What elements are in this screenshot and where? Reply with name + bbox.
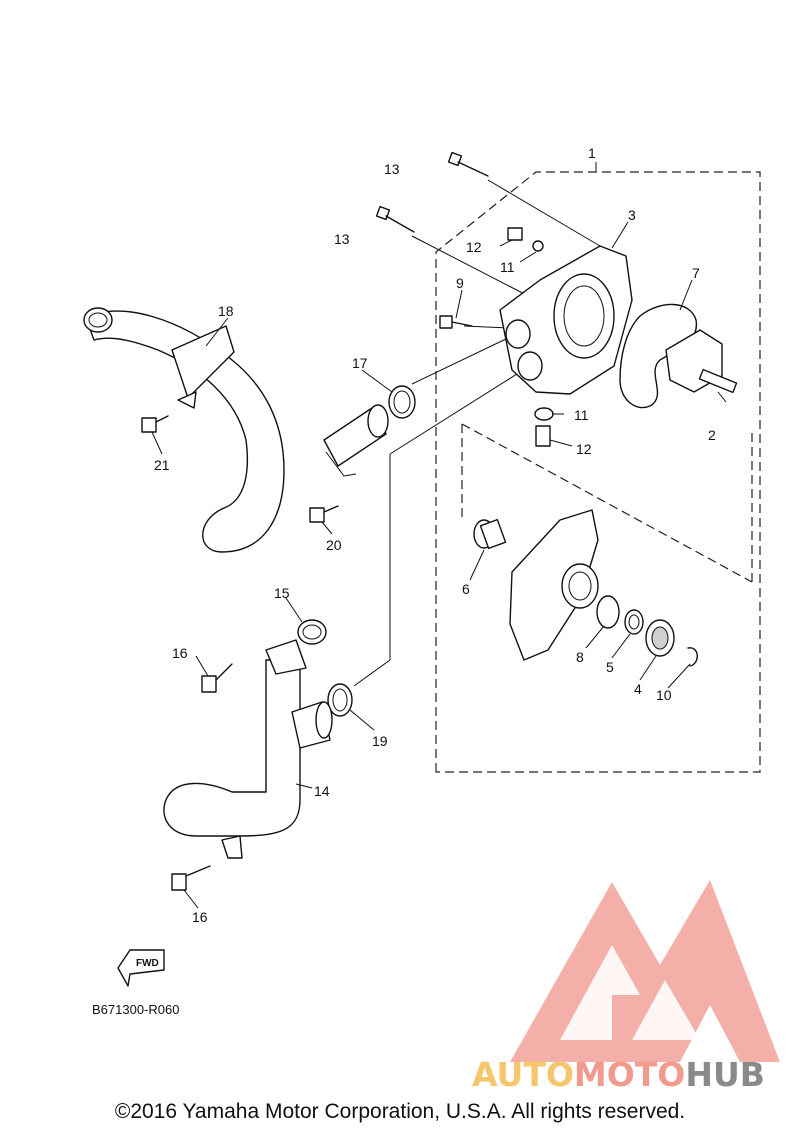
bolt-20 [309, 505, 339, 523]
automotohub-watermark-text: AUTOMOTOHUB [472, 1055, 765, 1094]
bolt-12-lower [535, 425, 551, 447]
pipe-stub [323, 404, 389, 477]
assembly-boundary [435, 162, 761, 773]
bolt-21 [141, 415, 169, 433]
callout-17: 17 [352, 355, 368, 371]
callout-12-upper: 12 [466, 239, 482, 255]
callout-7: 7 [692, 265, 700, 281]
watermark-auto: AUTO [472, 1055, 574, 1094]
watermark-moto: MOTO [573, 1055, 686, 1094]
impeller-shaft [665, 329, 738, 394]
callout-16-upper: 16 [172, 645, 188, 661]
o-ring-15 [297, 619, 327, 645]
o-ring-17 [388, 385, 416, 419]
callout-leaders [151, 221, 727, 909]
automotohub-logo [510, 880, 780, 1062]
bolt-12-upper [507, 227, 544, 252]
pump-housing-cover [499, 245, 633, 395]
callout-13-upper: 13 [384, 161, 400, 177]
bolt-16-upper [201, 663, 233, 693]
circlip-10 [687, 647, 698, 667]
callout-18: 18 [218, 303, 234, 319]
callout-5: 5 [606, 659, 614, 675]
callout-12-lower: 12 [576, 441, 592, 457]
bolt-16-lower [171, 865, 211, 891]
part-code: B671300-R060 [92, 1002, 179, 1017]
callout-10: 10 [656, 687, 672, 703]
callout-labels: 1 2 3 4 5 6 7 8 9 10 11 11 12 12 13 13 1… [154, 145, 716, 925]
callout-11-lower: 11 [574, 407, 589, 423]
bolt-9 [439, 315, 473, 329]
callout-11-upper: 11 [500, 259, 515, 275]
callout-15: 15 [274, 585, 290, 601]
washer-11-lower [534, 407, 554, 421]
copyright-notice: ©2016 Yamaha Motor Corporation, U.S.A. A… [114, 1100, 686, 1123]
callout-21: 21 [154, 457, 170, 473]
callout-20: 20 [326, 537, 342, 553]
callout-1: 1 [588, 145, 596, 161]
callout-3: 3 [628, 207, 636, 223]
lower-water-pipe [163, 639, 333, 859]
callout-9: 9 [456, 275, 464, 291]
callout-2: 2 [708, 427, 716, 443]
callout-13-lower: 13 [334, 231, 350, 247]
fwd-arrow-icon: FWD [117, 949, 165, 987]
o-ring-19 [327, 683, 353, 717]
bearing-4 [645, 619, 675, 657]
callout-16-lower: 16 [192, 909, 208, 925]
o-ring-8 [596, 595, 620, 629]
oil-seal-5 [624, 609, 644, 635]
callout-4: 4 [634, 681, 642, 697]
callout-6: 6 [462, 581, 470, 597]
gasket-7 [619, 303, 698, 409]
pump-housing-body [509, 509, 599, 661]
fwd-label: FWD [136, 958, 159, 969]
connection-lines [353, 179, 601, 687]
watermark-hub: HUB [685, 1055, 765, 1094]
bolt-13-upper [447, 151, 489, 177]
upper-water-pipe [83, 307, 285, 553]
callout-8: 8 [576, 649, 584, 665]
callout-19: 19 [372, 733, 388, 749]
mechanical-seal [473, 518, 507, 550]
bolt-13-lower [375, 205, 415, 233]
callout-14: 14 [314, 783, 330, 799]
